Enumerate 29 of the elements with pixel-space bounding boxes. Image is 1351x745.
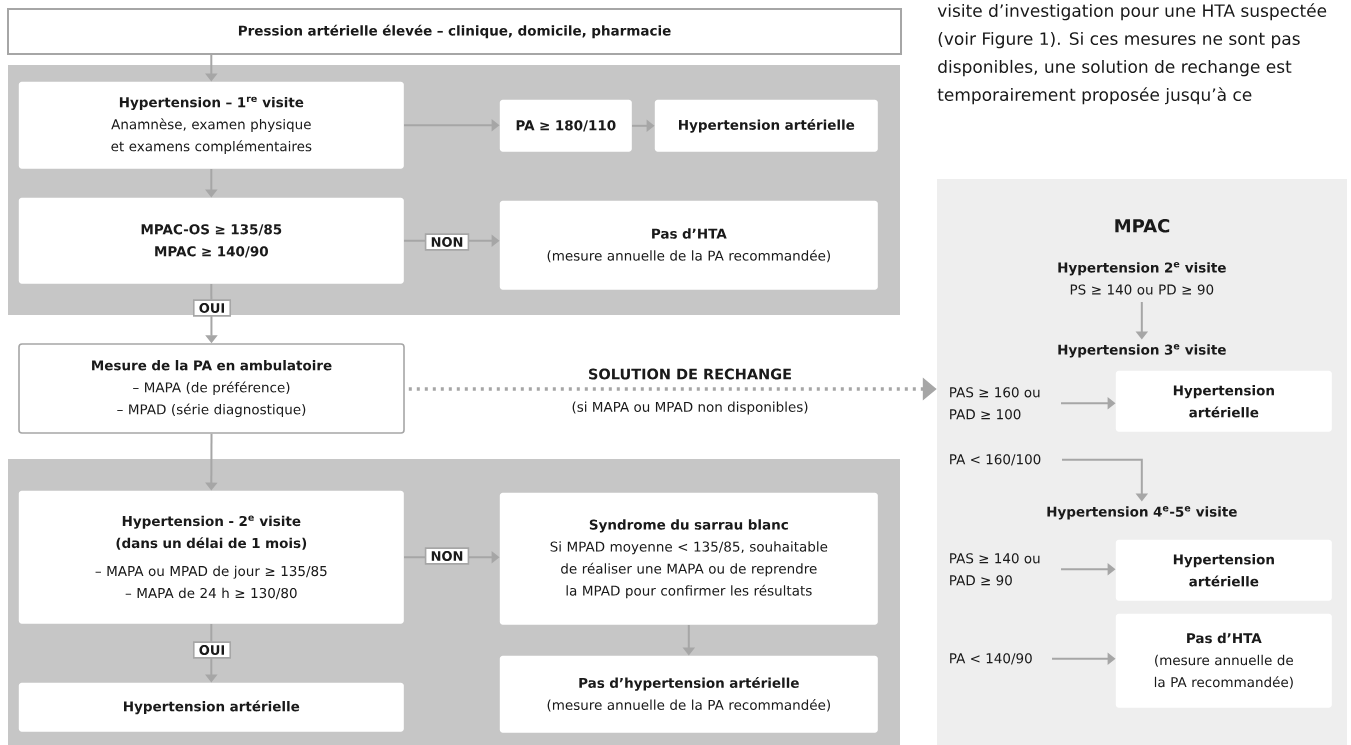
step-text: PA < 160/100 <box>950 454 1041 466</box>
process-box: Syndrome du sarrau blanc Si MPAD moyenne < 135/85, souhaitable de réaliser une MAPA ou de reprendre la MPAD pour confirmer les résultats <box>499 492 878 625</box>
process-box: Hypertension artérielle <box>1115 539 1332 601</box>
process-box: Hypertension artérielle <box>1115 370 1332 432</box>
process-box: Hypertension artérielle <box>654 99 878 152</box>
note-text: (si MAPA ou MPAD non disponibles) <box>572 401 808 415</box>
panel-heading: MPAC <box>1115 219 1170 233</box>
process-box: Pression artérielle élevée – clinique, domicile, pharmacie <box>7 8 902 55</box>
process-box: Hypertension - 2$^{e}$ visite (dans un délai de 1 mois) – MAPA ou MPAD de jour ≥ 135/85 – MAPA de 24 h ≥ 130/80 <box>18 490 404 624</box>
paragraph: visite d’investigation pour une HTA suspectée (voir Figure 1). Si ces mesures ne sont pas disponibles, une solution de rechange est temporairement proposée jusqu’à ce <box>937 3 1327 105</box>
step-text: PA < 140/90 <box>950 653 1032 665</box>
process-box: MPAC-OS ≥ 135/85 MPAC ≥ 140/90 <box>18 197 404 284</box>
step-text: Hypertension 2$^{e}$ visite PS ≥ 140 ou PD ≥ 90 <box>1058 261 1226 295</box>
process-box: Mesure de la PA en ambulatoire – MAPA (de préférence) – MPAD (série diagnostique) <box>18 343 405 434</box>
process-box: PA ≥ 180/110 <box>499 99 632 152</box>
process-box: Pas d’HTA (mesure annuelle de la PA recommandée) <box>499 200 878 290</box>
process-box: Hypertension artérielle <box>18 682 404 732</box>
edge-label: OUI <box>193 641 232 659</box>
step-text: PAS ≥ 140 ou PAD ≥ 90 <box>950 553 1040 586</box>
edge-label: NON <box>424 233 470 251</box>
edge-label: NON <box>424 547 470 565</box>
process-box: Hypertension – 1$^{re}$ visite Anamnèse, examen physique et examens complémentaires <box>18 81 404 169</box>
edge-label: SOLUTION DE RECHANGE <box>589 368 791 380</box>
edge-label: OUI <box>193 299 232 317</box>
process-box: Pas d’HTA (mesure annuelle de la PA recommandée) <box>1115 613 1332 708</box>
step-text: PAS ≥ 160 ou PAD ≥ 100 <box>950 387 1040 420</box>
step-text: Hypertension 4$^{e}$-5$^{e}$ visite <box>1047 506 1237 520</box>
process-box: Pas d’hypertension artérielle (mesure annuelle de la PA recommandée) <box>499 655 878 733</box>
step-text: Hypertension 3$^{e}$ visite <box>1058 344 1226 358</box>
